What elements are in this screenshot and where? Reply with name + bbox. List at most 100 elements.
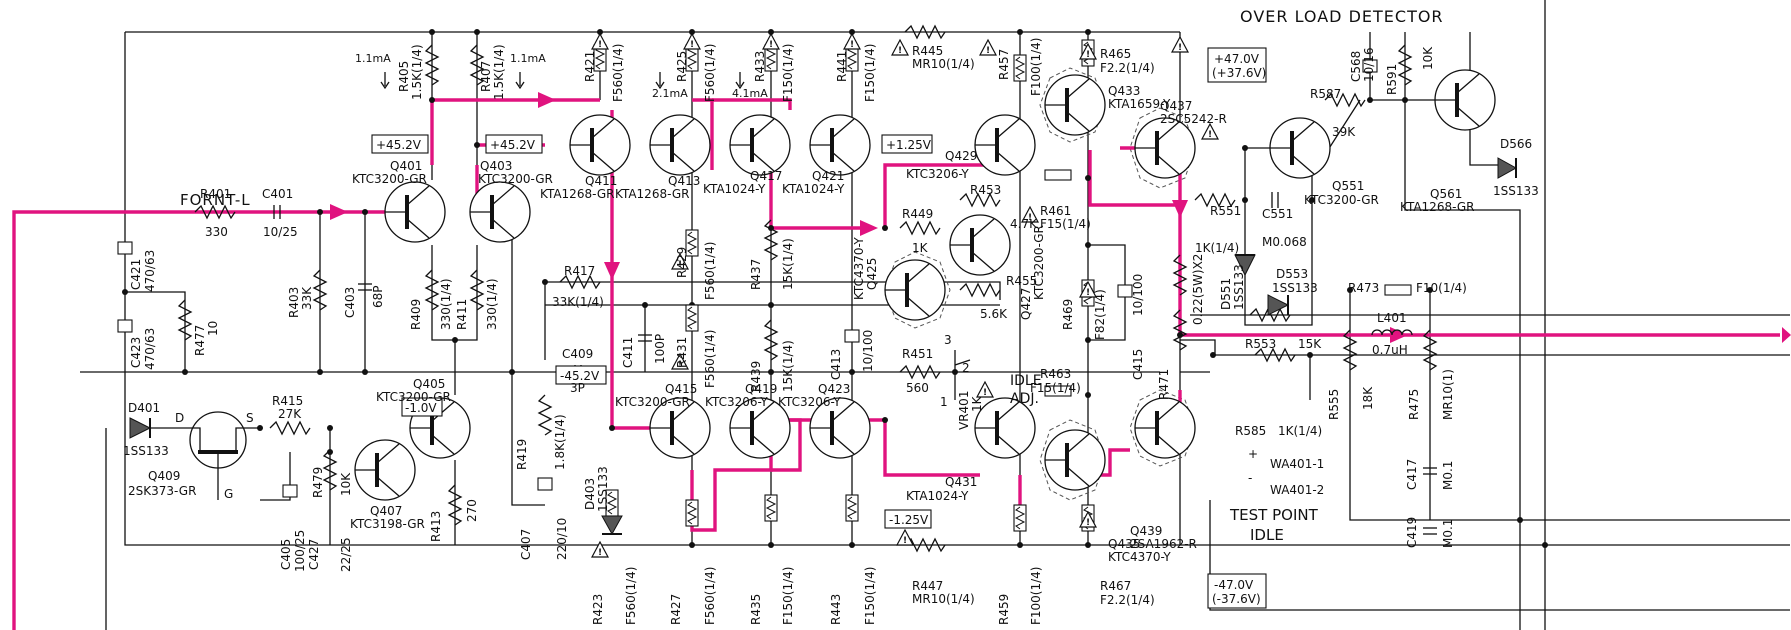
label-q431: Q431	[945, 475, 977, 489]
type-d401: 1SS133	[123, 444, 169, 458]
label-r555: R555	[1327, 389, 1341, 420]
value-r553: 15K	[1298, 337, 1322, 351]
value-r413: 270	[465, 499, 479, 522]
label-r551: R551	[1210, 204, 1241, 218]
value-r475: MR10(1)	[1441, 369, 1455, 420]
label-r585: R585	[1235, 424, 1266, 438]
idle-adj-2: ADJ.	[1010, 391, 1039, 407]
value-c411: 100P	[653, 334, 667, 364]
label-q413: Q413	[668, 174, 700, 188]
type-q439: 2SA1962-R	[1130, 537, 1197, 551]
label-q419: Q419	[745, 382, 777, 396]
value-r417: 33K(1/4)	[552, 295, 604, 309]
value-r421: F560(1/4)	[611, 44, 625, 102]
type-q415: KTC3200-GR	[615, 395, 690, 409]
type-q423: KTC3206-Y	[778, 395, 841, 409]
value-r409: 330(1/4)	[439, 278, 453, 330]
type-q561: KTA1268-GR	[1400, 200, 1475, 214]
label-d553: D553	[1276, 267, 1308, 281]
value-vr401: 1K	[970, 395, 984, 412]
junction-dots	[122, 29, 1548, 548]
label-r425: R425	[675, 51, 689, 82]
pin-d: D	[175, 411, 184, 425]
section-title: OVER LOAD DETECTOR	[1240, 7, 1444, 26]
label-c423: C423	[129, 337, 143, 368]
label-l401: L401	[1377, 311, 1407, 325]
label-vr401: VR401	[957, 391, 971, 430]
label-r409: R409	[409, 299, 423, 330]
value-r591: 10K	[1421, 46, 1435, 70]
type-q437: 2SC5242-R	[1160, 112, 1227, 126]
value-c405: 100/25	[293, 530, 307, 572]
label-d403: D403	[583, 478, 597, 510]
label-q429: Q429	[945, 149, 977, 163]
input-label: FORNT-L	[180, 191, 251, 209]
label-r435: R435	[749, 594, 763, 625]
label-q405: Q405	[413, 377, 445, 391]
label-r463: R463	[1040, 367, 1071, 381]
label-r433: R433	[753, 51, 767, 82]
type-q405: KTC3200-GR	[376, 390, 451, 404]
type-q421: KTA1024-Y	[782, 182, 845, 196]
value-c403: 68P	[371, 285, 385, 308]
type-q433: KTA1659-Y	[1108, 97, 1171, 111]
value-r471: 0.22(5W)X2	[1191, 254, 1205, 325]
value-c568: 10/16	[1362, 47, 1376, 82]
label-r447: R447	[912, 579, 943, 593]
value-r435: F150(1/4)	[781, 567, 795, 625]
label-c405: C405	[279, 539, 293, 570]
value-r427: F560(1/4)	[703, 567, 717, 625]
value-l401: 0.7uH	[1372, 343, 1408, 357]
wiring	[80, 0, 1790, 630]
current-405: 1.1mA	[355, 52, 391, 65]
value-r469: F82(1/4)	[1093, 289, 1107, 340]
value-c421: 470/63	[143, 250, 157, 292]
label-r439: R439	[749, 361, 763, 392]
label-r411: R411	[455, 299, 469, 330]
type-q413: KTA1268-GR	[615, 187, 690, 201]
type-q551: KTC3200-GR	[1304, 193, 1379, 207]
label-r445: R445	[912, 44, 943, 58]
value-r441: F150(1/4)	[863, 44, 877, 102]
label-q415: Q415	[665, 382, 697, 396]
value-c423: 470/63	[143, 328, 157, 370]
type-q403: KTC3200-GR	[478, 172, 553, 186]
label-q433: Q433	[1108, 84, 1140, 98]
label-d401: D401	[128, 401, 160, 415]
voltage-boxes	[371, 47, 1267, 609]
voltage-plus45-a: +45.2V	[376, 138, 422, 152]
value-r467: F2.2(1/4)	[1100, 593, 1155, 607]
label-d566: D566	[1500, 137, 1532, 151]
label-r423: R423	[591, 594, 605, 625]
label-d551: D551	[1219, 278, 1233, 310]
label-r591: R591	[1385, 64, 1399, 95]
voltage-plus47b: (+37.6V)	[1212, 66, 1266, 80]
type-q427: KTC3200-GR	[1032, 225, 1046, 300]
value-r455: 5.6K	[980, 307, 1008, 321]
value-r587: 39K	[1332, 125, 1356, 139]
label-r453: R453	[970, 183, 1001, 197]
type-q435: KTC4370-Y	[1108, 550, 1171, 564]
label-r437: R437	[749, 259, 763, 290]
value-r551: 1K(1/4)	[1195, 241, 1239, 255]
value-r401: 330	[205, 225, 228, 239]
type-q409: 2SK373-GR	[128, 484, 196, 498]
value-r459: F100(1/4)	[1029, 567, 1043, 625]
label-r427: R427	[669, 594, 683, 625]
label-q437: Q437	[1160, 99, 1192, 113]
label-r421: R421	[583, 51, 597, 82]
label-r455: R455	[1006, 274, 1037, 288]
label-r471: R471	[1157, 369, 1171, 400]
label-q421: Q421	[812, 169, 844, 183]
transistors	[150, 68, 1497, 502]
value-r407: 1.5K(1/4)	[492, 44, 506, 100]
type-d566: 1SS133	[1493, 184, 1539, 198]
label-r401: R401	[200, 187, 231, 201]
type-q407: KTC3198-GR	[350, 517, 425, 531]
value-r451: 560	[906, 381, 929, 395]
type-q411: KTA1268-GR	[540, 187, 615, 201]
wa-minus: -	[1248, 471, 1252, 485]
label-c401: C401	[262, 187, 293, 201]
label-q411: Q411	[585, 174, 617, 188]
label-c427: C427	[307, 539, 321, 570]
